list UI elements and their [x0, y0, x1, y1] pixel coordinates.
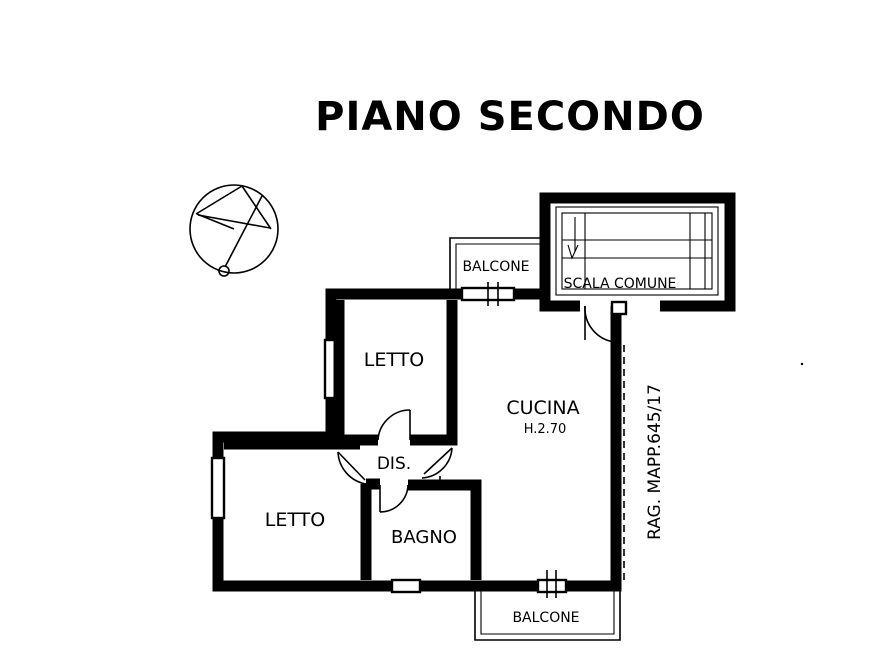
balcony-top-outline	[449, 237, 540, 292]
page-title: PIANO SECONDO	[315, 94, 705, 140]
north-compass-icon	[189, 184, 279, 277]
room-label-cucina: CUCINA	[506, 397, 579, 419]
room-height-cucina: H.2.70	[524, 422, 567, 437]
windows	[210, 282, 568, 598]
room-label-letto-1: LETTO	[364, 349, 424, 371]
interior-walls	[224, 300, 482, 580]
room-label-balcone-bottom: BALCONE	[512, 610, 579, 626]
cadastral-reference-label: RAG. MAPP.645/17	[645, 384, 665, 540]
stair-block	[539, 192, 736, 312]
exterior-walls	[212, 288, 622, 592]
doors	[337, 305, 616, 513]
room-label-dis: DIS.	[377, 454, 411, 474]
room-label-bagno: BAGNO	[391, 527, 457, 548]
speck-mark	[800, 362, 804, 366]
room-label-scala-comune: SCALA COMUNE	[564, 276, 677, 292]
room-label-balcone-top: BALCONE	[462, 259, 529, 275]
room-label-letto-2: LETTO	[265, 509, 325, 531]
balcony-bottom-outline	[474, 588, 621, 641]
landing-wall	[610, 300, 628, 316]
